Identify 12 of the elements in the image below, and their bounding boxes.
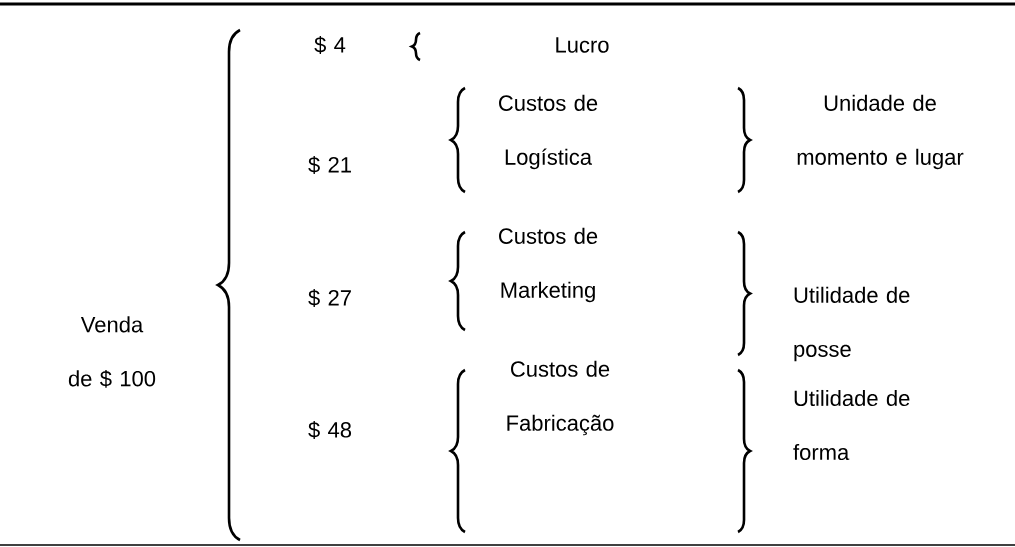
label-text: Custos de Logística [499, 94, 598, 170]
label-text: $ 21 [308, 156, 351, 174]
label-text: Utilidade de posse [794, 286, 910, 362]
label-text: Custos de Fabricação [507, 360, 614, 436]
label-text: Unidade de momento e lugar [797, 94, 964, 170]
label-text: $ 27 [308, 289, 351, 307]
label-text: Custos de Marketing [499, 227, 598, 303]
label-text: Venda de $ 100 [68, 316, 156, 388]
label-text: Lucro [556, 37, 609, 53]
label-text: $ 4 [314, 36, 346, 54]
label-text: $ 48 [308, 421, 352, 439]
label-text: Utilidade de forma [793, 389, 910, 461]
